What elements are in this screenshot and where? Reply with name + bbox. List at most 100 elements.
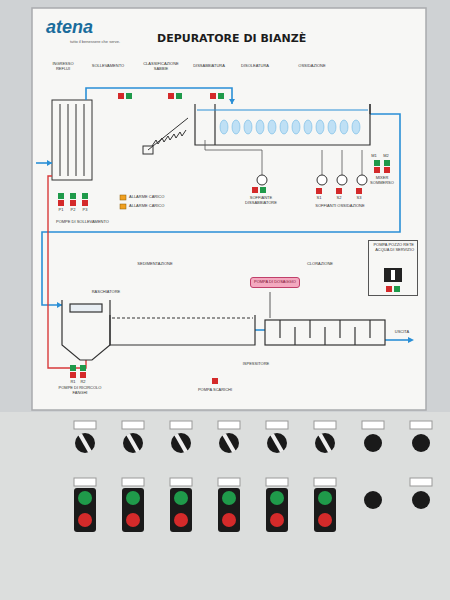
plant-label: S1: [315, 196, 323, 201]
selector-switch: [412, 434, 430, 452]
selector-switch: [362, 421, 384, 429]
push-button-pair: [78, 513, 92, 527]
push-button-pair: [270, 513, 284, 527]
air-line: [322, 150, 323, 175]
push-button-pair: [122, 488, 144, 532]
status-light-green: [260, 187, 266, 193]
dosing-line: [270, 292, 271, 318]
status-light-red: [252, 187, 258, 193]
push-button-pair: [126, 491, 140, 505]
push-button-pair: [74, 488, 96, 532]
lift-station: [60, 104, 61, 176]
status-light-red: [80, 372, 86, 378]
selector-switch: [219, 433, 239, 453]
aeration-bubbles: [316, 120, 324, 134]
selector-switch: [123, 433, 143, 453]
plant-label: OSSIDAZIONE: [282, 64, 342, 69]
push-button-pair: [174, 491, 188, 505]
blower: [257, 175, 267, 185]
plant-label: SOFFIANTE DISSABBIATORE: [236, 196, 286, 205]
service-pump-box: POMPA POZZO RETE ACQUA DI SERVIZIO: [368, 240, 418, 296]
plant-label: MIXER SOMMERSO: [366, 176, 398, 185]
status-light-red: [374, 167, 380, 173]
selector-switch: [171, 433, 191, 453]
aeration-bubbles: [340, 120, 348, 134]
aeration-bubbles: [328, 120, 336, 134]
sludge-pipe: [48, 176, 86, 368]
plant-label: SOLLEVAMENTO: [86, 64, 130, 69]
selector-switch: [75, 433, 95, 453]
plant-label: POMPE DI SOLLEVAMENTO: [56, 220, 112, 225]
plant-label: P1: [57, 208, 65, 213]
aeration-bubbles: [256, 120, 264, 134]
grit-tank: [195, 104, 370, 145]
plant-label: P3: [81, 208, 89, 213]
tank-water: [197, 110, 368, 111]
screw-classifier: [143, 118, 188, 154]
selector-switch: [74, 421, 432, 453]
push-button-pair: [410, 478, 432, 486]
status-light-green: [374, 160, 380, 166]
selector-switch: [222, 433, 235, 452]
service-pump-knob: [386, 286, 392, 292]
plant-label: CLORAZIONE: [285, 262, 355, 267]
water-pipe: [86, 88, 232, 104]
aeration-bubbles: [244, 120, 252, 134]
pipe-arrow: [408, 337, 414, 343]
water-pipe: [42, 114, 400, 305]
lift-station: [84, 104, 85, 176]
status-light-green: [126, 93, 132, 99]
alarm-light: [120, 195, 126, 200]
plant-label: INGRESSO REFLUI: [48, 62, 78, 71]
node-text: POMPA DI DOSAGGIO: [254, 280, 296, 285]
lift-station: [76, 104, 77, 176]
selector-switch: [270, 433, 283, 452]
selector-switch: [126, 433, 139, 452]
push-button-pair: [266, 478, 288, 486]
air-line: [205, 140, 362, 175]
push-button-pair: [318, 491, 332, 505]
disinfection-tank: [265, 320, 385, 345]
status-light-red: [168, 93, 174, 99]
clarifier: [62, 300, 110, 360]
push-button-pair: [222, 513, 236, 527]
blower: [317, 175, 327, 185]
selector-switch: [218, 421, 240, 429]
service-pump-knob: [384, 268, 402, 282]
push-button-pair: [74, 478, 432, 532]
background: [0, 412, 450, 600]
alarm-light: [120, 195, 126, 209]
aeration-bubbles: [220, 120, 228, 134]
push-button-pair: [126, 513, 140, 527]
water-pipe: [36, 88, 410, 340]
status-light-green: [218, 93, 224, 99]
disinfection-tank: [309, 320, 310, 338]
aeration-bubbles: [280, 120, 288, 134]
selector-switch: [74, 421, 96, 429]
push-button-pair: [74, 478, 96, 486]
push-button-pair: [218, 478, 240, 486]
selector-switch: [170, 421, 192, 429]
logo-tagline: tutto il benessere che serve.: [70, 40, 126, 45]
plant-label: S2: [335, 196, 343, 201]
plant-label: ALLARME CARICO: [129, 204, 169, 209]
plant-label: SEDIMENTAZIONE: [120, 262, 190, 267]
dosing-pump-box: POMPA DI DOSAGGIO: [250, 277, 300, 288]
selector-switch: [122, 421, 144, 429]
pipe-arrow: [47, 160, 52, 166]
grit-tank: [195, 104, 370, 145]
push-button-pair: [174, 513, 188, 527]
water-pipe: [385, 339, 410, 341]
push-button-pair: [170, 478, 192, 486]
service-pump-knob: [391, 270, 395, 280]
selector-switch: [318, 433, 331, 452]
disinfection-tank: [369, 320, 370, 338]
status-light-red: [336, 188, 342, 194]
push-button-pair: [314, 488, 336, 532]
pipe-arrow: [57, 302, 62, 308]
service-pump-knob: [384, 268, 402, 292]
clarifier: [112, 317, 253, 318]
